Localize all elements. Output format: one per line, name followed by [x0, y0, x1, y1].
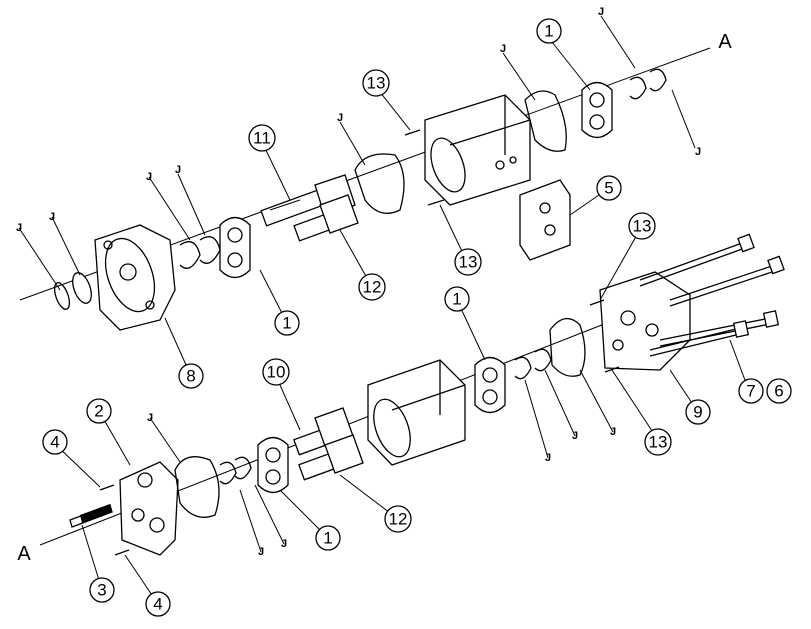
snap-ring-part [53, 282, 71, 310]
drive-shaft-part [69, 504, 113, 528]
bolt-part [639, 233, 755, 287]
j-label: J [147, 412, 153, 424]
svg-text:11: 11 [253, 129, 271, 148]
backup-ring-part [629, 76, 647, 100]
svg-text:13: 13 [459, 253, 478, 272]
j-label: J [175, 164, 181, 176]
bearing-block-part [474, 356, 506, 414]
dowel-pin-part [427, 199, 445, 206]
j-label: J [146, 171, 152, 183]
callout-8: 8 [178, 363, 204, 389]
svg-text:13: 13 [649, 433, 668, 452]
housing-gasket-part [354, 153, 405, 214]
svg-text:2: 2 [94, 402, 103, 421]
j-label: J [572, 430, 578, 442]
axis-label-bottom: A [17, 543, 31, 565]
backup-ring-part [219, 461, 237, 485]
housing-gasket-part [524, 90, 567, 152]
driven-gear-part [293, 194, 359, 242]
mounting-plate-part [119, 461, 179, 556]
svg-text:13: 13 [367, 74, 386, 93]
svg-text:4: 4 [50, 433, 59, 452]
dowel-pin-part [604, 366, 620, 373]
bolt-part [669, 255, 785, 307]
svg-text:7: 7 [746, 382, 755, 401]
callout-10: 10 [262, 358, 290, 386]
bearing-block-part [581, 81, 613, 139]
svg-text:5: 5 [604, 179, 613, 198]
backup-ring-part [514, 356, 532, 380]
backup-ring-part [199, 236, 221, 264]
callout-7: 7 [738, 378, 764, 404]
mounting-flange-part [519, 179, 571, 261]
callout-13: 13 [644, 428, 672, 456]
svg-text:1: 1 [452, 290, 461, 309]
upper-housing-part [424, 94, 531, 206]
callout-12: 12 [384, 505, 412, 533]
callout-12: 12 [358, 273, 386, 301]
j-label: J [695, 146, 701, 158]
cover-gasket-part [549, 318, 586, 377]
svg-text:6: 6 [774, 382, 783, 401]
axis-label-top: A [718, 31, 732, 53]
plate-gasket-part [174, 456, 220, 518]
j-label: J [258, 546, 264, 558]
j-label: J [337, 112, 343, 124]
shaft-seal-part [72, 272, 92, 304]
svg-text:1: 1 [323, 529, 332, 548]
callout-1: 1 [444, 286, 470, 312]
callout-13: 13 [628, 212, 656, 240]
j-label: J [610, 426, 616, 438]
bearing-block-part [219, 216, 251, 279]
bolt-part [649, 320, 750, 357]
drive-gear-part [293, 407, 354, 456]
j-label: J [49, 211, 55, 223]
end-cover-part [94, 224, 176, 331]
callout-5: 5 [596, 175, 622, 201]
svg-text:13: 13 [633, 217, 652, 236]
callout-13: 13 [362, 69, 390, 97]
backup-ring-part [234, 456, 252, 480]
bearing-block-part [257, 436, 289, 494]
callout-3: 3 [89, 577, 115, 603]
callout-9: 9 [685, 399, 711, 425]
callout-2: 2 [86, 398, 112, 424]
backup-ring-part [534, 348, 552, 372]
j-labels: J J J J J J J J J J J J J J [16, 6, 701, 558]
lower-housing-part [367, 359, 466, 466]
callout-4: 4 [42, 429, 68, 455]
j-label: J [281, 538, 287, 550]
callout-4: 4 [145, 591, 171, 617]
svg-text:9: 9 [693, 403, 702, 422]
callout-11: 11 [248, 124, 276, 152]
backup-ring-part [179, 241, 201, 269]
j-label: J [500, 43, 506, 55]
callout-1: 1 [274, 310, 300, 336]
dowel-pin-part [404, 129, 421, 136]
j-label: J [598, 6, 604, 18]
svg-text:4: 4 [153, 595, 162, 614]
svg-text:12: 12 [389, 510, 408, 529]
svg-text:8: 8 [186, 367, 195, 386]
backup-ring-part [649, 68, 667, 92]
svg-text:3: 3 [97, 581, 106, 600]
dowel-pin-part [589, 299, 605, 306]
callout-13: 13 [454, 248, 482, 276]
driven-gear-part [298, 434, 364, 481]
j-label: J [545, 452, 551, 464]
svg-text:12: 12 [363, 278, 382, 297]
svg-text:1: 1 [282, 314, 291, 333]
j-label: J [16, 222, 22, 234]
svg-text:1: 1 [544, 22, 553, 41]
callout-1: 1 [315, 525, 341, 551]
callout-6: 6 [766, 378, 792, 404]
dowel-pin-part [99, 484, 115, 491]
callout-1: 1 [536, 18, 562, 44]
dowel-pin-part [114, 549, 130, 556]
bolt-part [659, 310, 780, 347]
svg-text:10: 10 [267, 363, 286, 382]
rear-cover-part [599, 271, 691, 371]
